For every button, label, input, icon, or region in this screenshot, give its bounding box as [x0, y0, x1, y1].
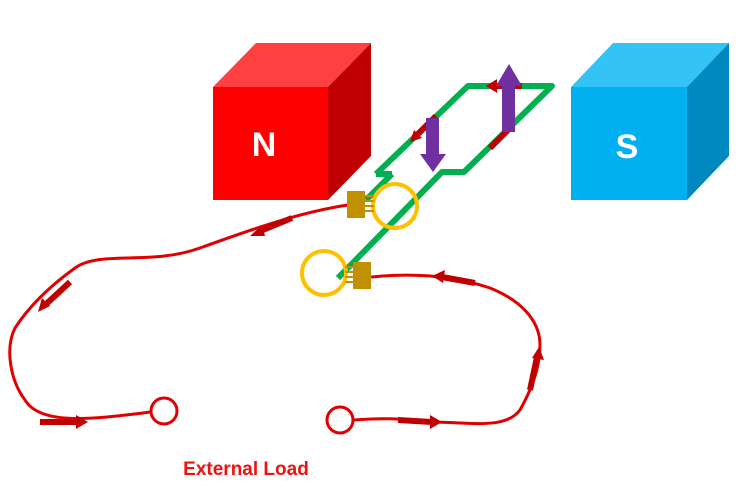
external-load-label: External Load [183, 459, 309, 480]
force-arrows [420, 64, 522, 172]
brush-lower [345, 262, 371, 289]
external-circuit-wire [8, 203, 542, 426]
load-terminal-right [325, 405, 355, 435]
force-arrow-down [420, 118, 446, 172]
south-pole-label: S [616, 128, 639, 166]
current-direction-arrows [38, 215, 544, 429]
north-pole-label: N [252, 126, 277, 164]
force-arrow-up [496, 64, 522, 132]
brush-upper [347, 191, 374, 218]
load-terminals [149, 396, 355, 435]
load-terminal-left [149, 396, 179, 426]
north-magnet: N [213, 43, 371, 200]
brushes [345, 191, 374, 289]
south-magnet: S [571, 43, 729, 200]
